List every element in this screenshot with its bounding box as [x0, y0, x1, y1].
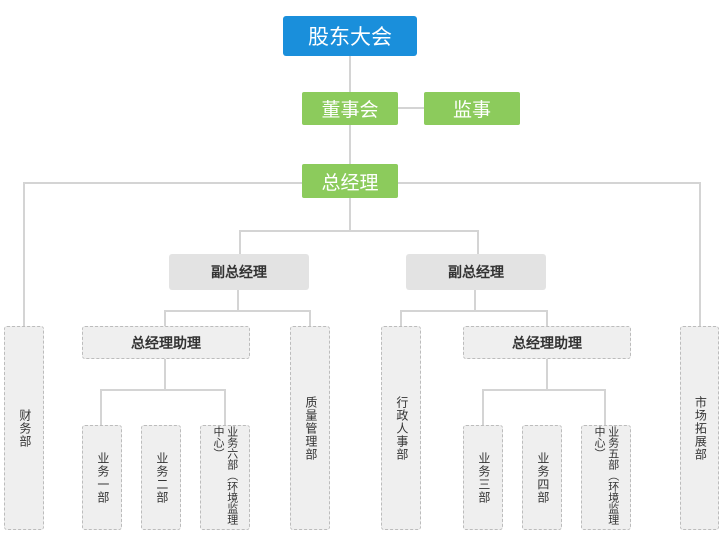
business-dept-2-label: 业务二部 — [154, 451, 169, 504]
business-dept-3-label: 业务三部 — [476, 451, 491, 504]
general-manager-node: 总经理 — [302, 164, 398, 198]
finance-department-label: 财务部 — [17, 408, 32, 448]
business-dept-6-node: 业务六部（环境监理中心） — [200, 425, 250, 530]
business-dept-5-node: 业务五部（环境监理中心） — [581, 425, 631, 530]
business-dept-1-label: 业务一部 — [95, 451, 110, 504]
admin-hr-department-label: 行政人事部 — [394, 395, 409, 461]
admin-hr-department-node: 行政人事部 — [381, 326, 421, 530]
business-dept-4-label: 业务四部 — [535, 451, 550, 504]
business-dept-4-node: 业务四部 — [522, 425, 562, 530]
gm-assistant-left-node: 总经理助理 — [82, 326, 250, 359]
business-dept-2-node: 业务二部 — [141, 425, 181, 530]
quality-management-department-node: 质量管理部 — [290, 326, 330, 530]
vice-general-manager-right-node: 副总经理 — [406, 254, 546, 290]
finance-department-node: 财务部 — [4, 326, 44, 530]
business-dept-3-node: 业务三部 — [463, 425, 503, 530]
market-expansion-department-node: 市场拓展部 — [680, 326, 719, 530]
gm-assistant-right-node: 总经理助理 — [463, 326, 631, 359]
quality-management-department-label: 质量管理部 — [303, 395, 318, 461]
business-dept-6-label: 业务六部（环境监理中心） — [212, 426, 239, 525]
market-expansion-department-label: 市场拓展部 — [693, 395, 708, 461]
supervisor-node: 监事 — [424, 92, 520, 125]
business-dept-1-node: 业务一部 — [82, 425, 122, 530]
board-of-directors-node: 董事会 — [302, 92, 398, 125]
shareholders-meeting-node: 股东大会 — [283, 16, 417, 56]
vice-general-manager-left-node: 副总经理 — [169, 254, 309, 290]
business-dept-5-label: 业务五部（环境监理中心） — [593, 426, 620, 525]
